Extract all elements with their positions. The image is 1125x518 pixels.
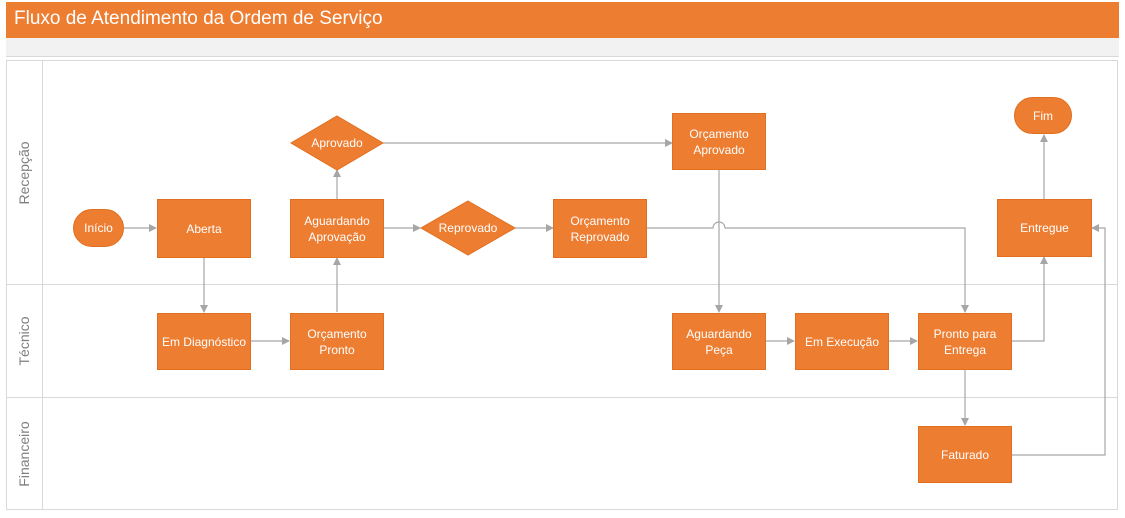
- node-label: Entregue: [1020, 221, 1069, 235]
- node-label: Aberta: [186, 221, 222, 236]
- node-label: Início: [84, 221, 113, 235]
- node-label: Pronto para Entrega: [933, 326, 997, 357]
- decision-aprovado-shape: [290, 115, 384, 171]
- lane-header-recepcao: Recepção: [6, 61, 43, 284]
- node-label: Aguardando Aprovação: [304, 213, 370, 244]
- lane-header-tecnico: Técnico: [6, 285, 43, 397]
- node-pronto-para-entrega: Pronto para Entrega: [918, 313, 1012, 370]
- node-label: Orçamento Aprovado: [689, 126, 749, 157]
- edge-faturado-entregue: [1012, 224, 1106, 456]
- title-subbar: [6, 38, 1119, 57]
- node-label: Faturado: [940, 447, 990, 462]
- lane-header-financeiro: Financeiro: [6, 398, 43, 509]
- node-aberta: Aberta: [157, 199, 251, 258]
- node-aguardando-aprovacao: Aguardando Aprovação: [290, 199, 384, 258]
- node-label: Em Execução: [804, 334, 880, 349]
- decision-aprovado-label: Aprovado: [311, 136, 363, 150]
- node-label: Aguardando Peça: [686, 326, 752, 357]
- node-em-diagnostico: Em Diagnóstico: [157, 313, 251, 370]
- decision-reprovado-label: Reprovado: [438, 221, 498, 235]
- node-label: Orçamento Reprovado: [570, 213, 630, 244]
- node-entregue: Entregue: [997, 199, 1092, 257]
- end-node-fim: Fim: [1014, 97, 1072, 134]
- edge-pronto-entregue: [1012, 256, 1048, 342]
- title-bar: Fluxo de Atendimento da Ordem de Serviço: [6, 2, 1119, 38]
- node-label: Em Diagnóstico: [161, 334, 247, 349]
- node-em-execucao: Em Execução: [795, 313, 889, 370]
- page-title: Fluxo de Atendimento da Ordem de Serviço: [14, 8, 383, 29]
- lane-separator: [6, 284, 1118, 285]
- node-orcamento-aprovado: Orçamento Aprovado: [672, 113, 766, 170]
- node-orcamento-pronto: Orçamento Pronto: [290, 313, 384, 370]
- node-faturado: Faturado: [918, 426, 1012, 483]
- node-label: Orçamento Pronto: [307, 326, 367, 357]
- swimlane-pool: [6, 60, 1118, 510]
- lane-separator: [6, 397, 1118, 398]
- node-aguardando-peca: Aguardando Peça: [672, 313, 766, 370]
- node-label: Fim: [1033, 108, 1053, 123]
- node-orcamento-reprovado: Orçamento Reprovado: [553, 199, 647, 258]
- decision-reprovado-shape: [419, 200, 517, 256]
- start-node-inicio: Início: [73, 209, 124, 247]
- edge-orcamento-reprovado-pronto: [647, 221, 969, 313]
